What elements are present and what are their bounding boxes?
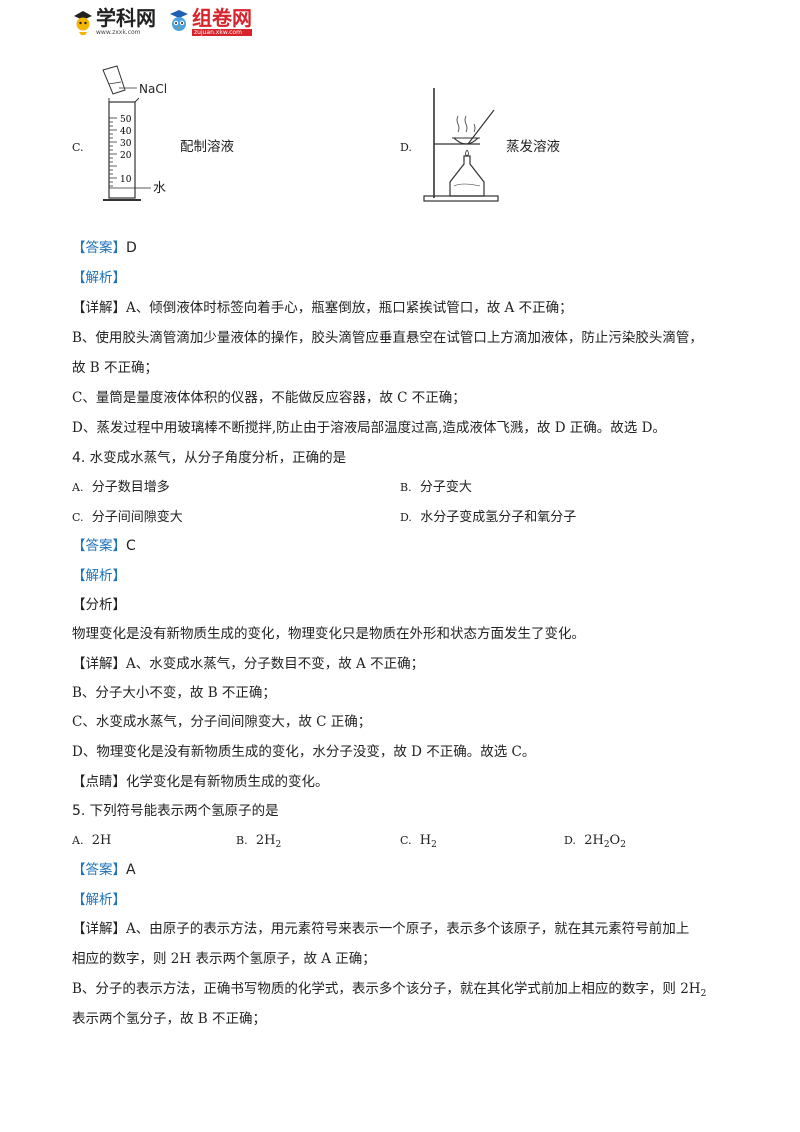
q5-option-c: C. H2 [400, 833, 437, 850]
q5-line-b1: B、分子的表示方法，正确书写物质的化学式，表示多个该分子，就在其化学式前加上相应… [72, 980, 707, 999]
label-water: 水 [153, 181, 167, 196]
q3-analysis-line: 【解析】 [72, 269, 126, 287]
zxxk-logo: 学科网 www.zxxk.com [72, 8, 156, 36]
q4-option-c: C. 分子间间隙变大 [72, 510, 183, 525]
q4-analysis-tag: 【解析】 [72, 568, 126, 584]
q5-option-a: A. 2H [72, 833, 112, 848]
q4-number: 4. [72, 450, 86, 466]
figure-c-letter: C. [72, 141, 84, 154]
q4-option-d: D. 水分子变成氢分子和氧分子 [400, 510, 577, 525]
q4-detail-a: 【详解】A、水变成水蒸气，分子数目不变，故 A 不正确； [72, 655, 424, 673]
mascot-icon [74, 11, 92, 35]
scale-20: 20 [120, 151, 132, 161]
q5-option-d: D. 2H2O2 [564, 833, 626, 850]
measuring-cylinder-diagram: 50 40 30 20 10 [102, 65, 151, 201]
q3-answer-value: D [126, 240, 137, 256]
scale-10: 10 [120, 175, 132, 185]
q3-line-b2: 故 B 不正确； [72, 360, 159, 376]
q5-line-b2: 表示两个氢分子，故 B 不正确； [72, 1011, 267, 1027]
q4-detail-a-text: A、水变成水蒸气，分子数目不变，故 A 不正确； [126, 656, 425, 672]
logo1-url: www.zxxk.com [96, 29, 141, 36]
q5-option-b: B. 2H2 [236, 833, 282, 850]
q5-line-b1-sub: 2 [700, 989, 707, 999]
q3-answer-tag: 【答案】 [72, 240, 126, 256]
q4-fenxi-tag-line: 【分析】 [72, 596, 126, 614]
q5-answer-line: 【答案】A [72, 861, 136, 879]
q5-answer-value: A [126, 862, 136, 878]
figure-d-caption: 蒸发溶液 [506, 139, 560, 155]
q3-line-b1: B、使用胶头滴管滴加少量液体的操作，胶头滴管应垂直悬空在试管口上方滴加液体，防止… [72, 330, 703, 346]
q3-line-d: D、蒸发过程中用玻璃棒不断搅拌,防止由于溶液局部温度过高,造成液体飞溅，故 D … [72, 420, 666, 436]
q5-analysis-tag: 【解析】 [72, 892, 126, 908]
q3-answer-line: 【答案】D [72, 239, 137, 257]
q3-detail-a-text: A、倾倒液体时标签向着手心，瓶塞倒放，瓶口紧挨试管口，故 A 不正确； [126, 300, 573, 316]
zujuan-logo: 组卷网 zujuan.xkw.com [168, 8, 252, 36]
header-logos: 学科网 www.zxxk.com 组卷网 zujuan.xkw.com [72, 8, 252, 36]
q5-answer-tag: 【答案】 [72, 862, 126, 878]
q5-detail-a1: 【详解】A、由原子的表示方法，用元素符号来表示一个原子，表示多个该原子，就在其元… [72, 920, 689, 938]
q4-dianjing-tag: 【点睛】 [72, 774, 126, 790]
q4-option-a: A. 分子数目增多 [72, 480, 170, 495]
q4-fenxi-tag: 【分析】 [72, 597, 126, 613]
logo1-text: 学科网 [96, 6, 156, 30]
q4-analysis-line: 【解析】 [72, 567, 126, 585]
q4-answer-value: C [126, 538, 136, 554]
scale-40: 40 [120, 127, 132, 137]
q3-line-c: C、量筒是量度液体体积的仪器，不能做反应容器，故 C 不正确； [72, 390, 466, 406]
evaporation-apparatus-diagram [423, 88, 499, 202]
q4-detail-tag: 【详解】 [72, 656, 126, 672]
q4-line-d: D、物理变化是没有新物质生成的变化，水分子没变，故 D 不正确。故选 C。 [72, 744, 536, 760]
owl-icon [170, 10, 188, 31]
q4-line-c: C、水变成水蒸气，分子间间隙变大，故 C 正确； [72, 714, 372, 730]
q4-fenxi-text: 物理变化是没有新物质生成的变化，物理变化只是物质在外形和状态方面发生了变化。 [72, 626, 585, 642]
q4-dianjing-text: 化学变化是有新物质生成的变化。 [126, 774, 329, 790]
figure-c-caption: 配制溶液 [180, 139, 234, 155]
label-nacl: NaCl [139, 82, 168, 96]
q5-detail-a1-text: A、由原子的表示方法，用元素符号来表示一个原子，表示多个该原子，就在其元素符号前… [126, 921, 690, 937]
q4-answer-line: 【答案】C [72, 537, 136, 555]
q4-dianjing: 【点睛】化学变化是有新物质生成的变化。 [72, 773, 329, 791]
q5-stem: 5. 下列符号能表示两个氢原子的是 [72, 802, 279, 820]
figure-d-letter: D. [400, 141, 412, 154]
logo2-text: 组卷网 [192, 6, 252, 30]
q3-analysis-tag: 【解析】 [72, 270, 126, 286]
q5-stem-text: 下列符号能表示两个氢原子的是 [89, 803, 279, 819]
q5-detail-tag: 【详解】 [72, 921, 126, 937]
logo2-url: zujuan.xkw.com [192, 29, 252, 36]
q4-stem: 4. 水变成水蒸气，从分子角度分析，正确的是 [72, 449, 346, 467]
q4-line-b: B、分子大小不变，故 B 不正确； [72, 685, 276, 701]
q5-number: 5. [72, 803, 86, 819]
q5-analysis-line: 【解析】 [72, 891, 126, 909]
q4-answer-tag: 【答案】 [72, 538, 126, 554]
q3-detail-a: 【详解】A、倾倒液体时标签向着手心，瓶塞倒放，瓶口紧挨试管口，故 A 不正确； [72, 299, 573, 317]
scale-30: 30 [120, 139, 132, 149]
q4-option-b: B. 分子变大 [400, 480, 472, 495]
q4-stem-text: 水变成水蒸气，从分子角度分析，正确的是 [89, 450, 347, 466]
q3-detail-tag: 【详解】 [72, 300, 126, 316]
scale-50: 50 [120, 115, 132, 125]
q5-line-a2: 相应的数字，则 2H 表示两个氢原子，故 A 正确； [72, 951, 376, 967]
q5-line-b1-text: B、分子的表示方法，正确书写物质的化学式，表示多个该分子，就在其化学式前加上相应… [72, 981, 701, 997]
